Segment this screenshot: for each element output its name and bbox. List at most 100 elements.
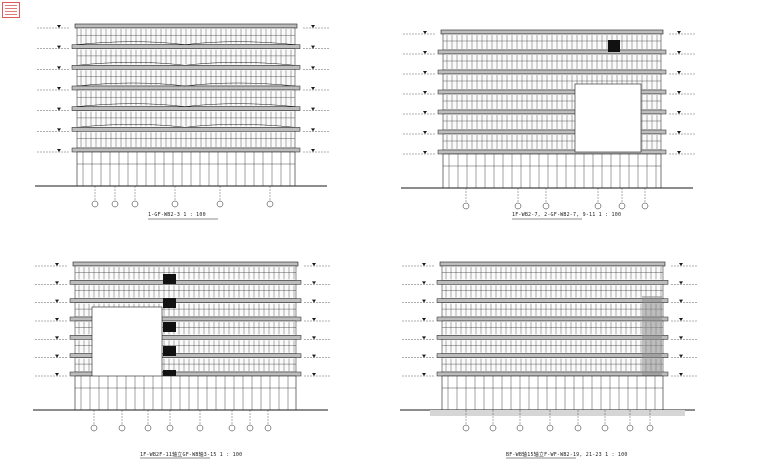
balcony-curve [76, 82, 296, 87]
elevation-3-caption: 1F-WB2F-11轴立GF-WB轴3-15 1 : 100 [140, 452, 243, 458]
floor-glazing [74, 284, 297, 299]
roof-parapet [72, 261, 299, 267]
ground-storey [76, 151, 296, 187]
roof-parapet [440, 29, 664, 35]
level-marker-left [423, 31, 427, 34]
level-marker-left [422, 281, 426, 285]
spandrel-band [71, 65, 301, 70]
spandrel-band [436, 353, 669, 358]
axis-bubble [462, 202, 470, 210]
level-marker-right [677, 111, 681, 114]
axis-bubble [171, 200, 179, 208]
axis-bubble [646, 424, 654, 432]
floor-glazing [74, 265, 297, 281]
dark-panel [163, 298, 176, 308]
level-marker-right [679, 336, 683, 340]
axis-bubble [594, 202, 602, 210]
level-marker-right [311, 87, 315, 90]
level-marker-right [679, 354, 683, 358]
level-marker-right [312, 281, 316, 285]
axis-bubble [601, 424, 609, 432]
level-marker-right [677, 31, 681, 34]
axis-bubble [264, 424, 272, 432]
level-marker-right [311, 149, 315, 152]
level-marker-left [57, 45, 61, 49]
spandrel-band [71, 85, 301, 91]
axis-bubble [166, 424, 174, 432]
spandrel-band [71, 44, 301, 49]
axis-bubble [90, 424, 98, 432]
spandrel-band [69, 298, 302, 303]
ground-hatch [430, 410, 685, 416]
level-marker-left [422, 373, 426, 376]
level-marker-right [679, 281, 683, 285]
axis-bubble [574, 424, 582, 432]
level-marker-right [311, 45, 315, 49]
axis-bubble [626, 424, 634, 432]
elevation-3 [33, 261, 330, 459]
level-marker-right [677, 51, 681, 54]
spandrel-band [437, 69, 667, 75]
roof-parapet [439, 261, 666, 267]
level-marker-left [423, 111, 427, 114]
level-marker-left [57, 128, 61, 132]
floor-glazing [441, 320, 664, 336]
level-marker-right [311, 107, 315, 111]
axis-bubble [228, 424, 236, 432]
spandrel-band [436, 280, 669, 285]
level-marker-left [422, 299, 426, 303]
balcony-curve [76, 124, 296, 128]
balcony-curve [76, 103, 296, 107]
level-marker-right [312, 354, 316, 358]
level-marker-right [677, 131, 681, 134]
axis-bubble [196, 424, 204, 432]
level-marker-left [57, 107, 61, 111]
level-marker-left [57, 87, 61, 90]
level-marker-right [311, 128, 315, 132]
elevation-2 [401, 29, 695, 220]
elevation-1 [35, 23, 329, 220]
floor-glazing [441, 357, 664, 373]
level-marker-right [679, 299, 683, 303]
level-marker-right [679, 373, 683, 376]
ground-storey [441, 375, 664, 411]
roof-parapet [74, 23, 298, 29]
level-marker-right [677, 91, 681, 94]
facade-void [574, 83, 642, 153]
dark-panel [163, 322, 176, 332]
level-marker-left [423, 71, 427, 74]
spandrel-band [436, 371, 669, 377]
level-marker-left [423, 51, 427, 54]
spandrel-band [436, 316, 669, 322]
elevation-4-caption: BF-WB轴15轴立F-WF-WB2-19, 21-23 1 : 100 [506, 452, 628, 458]
axis-bubble [91, 200, 99, 208]
level-marker-right [677, 71, 681, 74]
axis-bubble [462, 424, 470, 432]
level-marker-left [55, 263, 59, 266]
title-stamp [2, 2, 20, 18]
axis-bubble [266, 200, 274, 208]
spandrel-band [71, 106, 301, 111]
level-marker-right [311, 25, 315, 28]
dark-panel [163, 346, 176, 356]
axis-bubble [641, 202, 649, 210]
level-marker-right [312, 263, 316, 266]
level-marker-left [422, 263, 426, 266]
axis-bubble [514, 202, 522, 210]
level-marker-right [312, 318, 316, 321]
dark-panel [608, 40, 620, 52]
level-marker-left [55, 299, 59, 303]
axis-bubble [144, 424, 152, 432]
spandrel-band [436, 298, 669, 303]
axis-bubble [489, 424, 497, 432]
level-marker-right [679, 263, 683, 266]
axis-bubble [542, 202, 550, 210]
floor-glazing [441, 339, 664, 354]
spandrel-band [436, 335, 669, 340]
facade-void [91, 306, 163, 382]
axis-bubble [111, 200, 119, 208]
elevation-1-caption: 1-GF-WB2-3 1 : 100 [148, 212, 206, 218]
level-marker-left [423, 151, 427, 154]
axis-bubble [516, 424, 524, 432]
